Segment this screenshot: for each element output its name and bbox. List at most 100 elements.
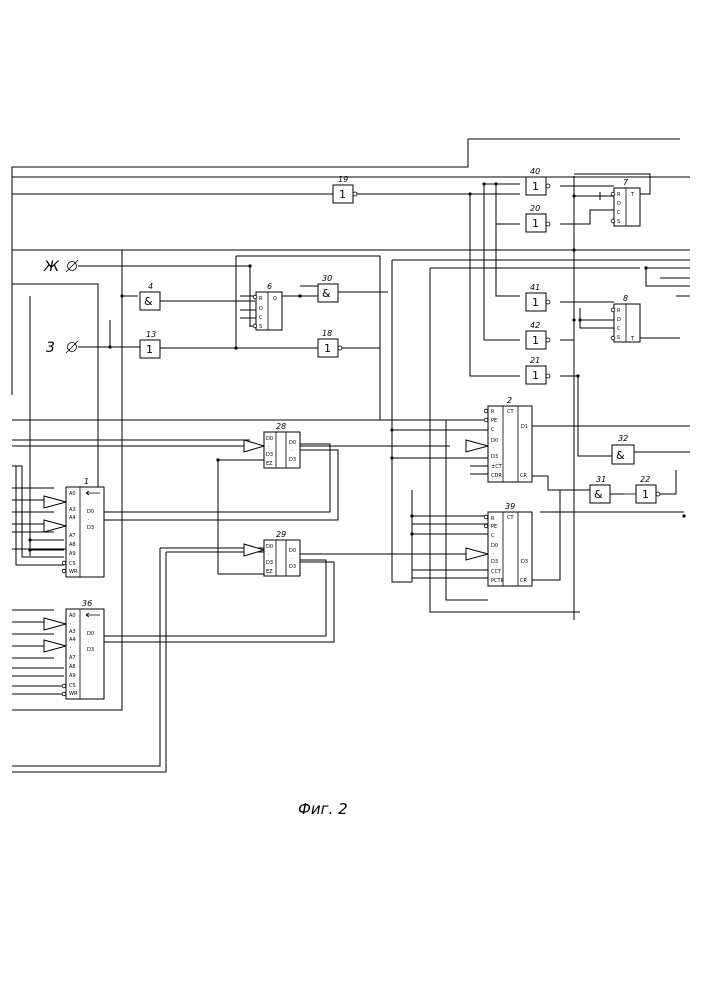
svg-text:1: 1 bbox=[642, 488, 649, 501]
svg-text:D: D bbox=[617, 201, 621, 207]
svg-text:1: 1 bbox=[532, 217, 539, 230]
svg-text:7: 7 bbox=[623, 178, 629, 187]
svg-text:Q: Q bbox=[273, 296, 277, 302]
svg-text:S: S bbox=[259, 324, 262, 330]
gate-13: 1 13 bbox=[140, 330, 160, 358]
svg-text:1: 1 bbox=[532, 296, 539, 309]
svg-text:A4: A4 bbox=[69, 515, 76, 521]
svg-text:CR: CR bbox=[520, 473, 527, 479]
svg-text:D3: D3 bbox=[491, 454, 498, 460]
svg-text:D1: D1 bbox=[521, 424, 528, 430]
wiring bbox=[12, 139, 690, 772]
svg-text:1: 1 bbox=[532, 334, 539, 347]
svg-text:D3: D3 bbox=[491, 559, 498, 565]
svg-text:22: 22 bbox=[640, 475, 650, 484]
svg-text:D0: D0 bbox=[87, 631, 94, 637]
svg-text:C: C bbox=[617, 210, 621, 216]
svg-text:D3: D3 bbox=[289, 564, 296, 570]
svg-text:A9: A9 bbox=[69, 551, 76, 557]
gate-40: 1 40 bbox=[526, 167, 550, 195]
svg-text:A4: A4 bbox=[69, 637, 76, 643]
svg-text:D0: D0 bbox=[289, 548, 296, 554]
ff-6: 6 R D C S Q bbox=[253, 282, 282, 330]
svg-text:A0: A0 bbox=[69, 613, 76, 619]
svg-text:±CT: ±CT bbox=[491, 464, 503, 470]
junction-dots bbox=[28, 182, 685, 551]
svg-text:C: C bbox=[491, 533, 495, 539]
svg-text:&: & bbox=[144, 295, 153, 308]
svg-text:CR: CR bbox=[520, 578, 527, 584]
svg-text:D0: D0 bbox=[491, 438, 498, 444]
svg-text:CS: CS bbox=[69, 561, 76, 567]
svg-text:D3: D3 bbox=[87, 647, 94, 653]
svg-text:D0: D0 bbox=[289, 440, 296, 446]
svg-text:WR: WR bbox=[69, 569, 78, 575]
svg-text:R: R bbox=[259, 296, 263, 302]
svg-text:S: S bbox=[617, 335, 620, 341]
gate-19: 1 19 bbox=[333, 175, 357, 203]
ctr-2: 2 R PE C D0 · D3 ±CT CDR CT D1 CR bbox=[484, 396, 532, 482]
svg-text:4: 4 bbox=[148, 282, 153, 291]
gate-20: 1 20 bbox=[526, 204, 550, 232]
svg-text:A3: A3 bbox=[69, 629, 76, 635]
ff-7: 7 R D C S T bbox=[611, 178, 640, 226]
svg-text:1: 1 bbox=[84, 477, 89, 486]
gate-42: 1 42 bbox=[526, 321, 550, 349]
svg-text:D: D bbox=[617, 317, 621, 323]
svg-text:EZ: EZ bbox=[266, 569, 273, 575]
svg-text:EZ: EZ bbox=[266, 461, 273, 467]
svg-text:C: C bbox=[259, 315, 263, 321]
svg-text:A9: A9 bbox=[69, 673, 76, 679]
svg-text:30: 30 bbox=[322, 274, 332, 283]
gate-32: & 32 bbox=[612, 434, 634, 464]
svg-text:36: 36 bbox=[82, 599, 92, 608]
svg-text:18: 18 bbox=[322, 329, 332, 338]
svg-text:CCT: CCT bbox=[491, 569, 502, 575]
svg-text:31: 31 bbox=[596, 475, 606, 484]
svg-text:A8: A8 bbox=[69, 664, 76, 670]
svg-text:D0: D0 bbox=[87, 509, 94, 515]
gate-4: & 4 bbox=[140, 282, 160, 310]
svg-text:39: 39 bbox=[505, 502, 515, 511]
svg-text:WR: WR bbox=[69, 691, 78, 697]
mem-36: 36 A0 · A3 A4 · A7 A8 A9 CS WR D0 · D3 bbox=[62, 599, 104, 699]
svg-text:C: C bbox=[491, 427, 495, 433]
terminal-3: 3 bbox=[46, 340, 78, 356]
svg-text:29: 29 bbox=[276, 530, 286, 539]
svg-text:Ж: Ж bbox=[43, 259, 60, 275]
svg-text:1: 1 bbox=[532, 369, 539, 382]
svg-text:A8: A8 bbox=[69, 542, 76, 548]
svg-text:13: 13 bbox=[146, 330, 156, 339]
svg-text:D: D bbox=[259, 306, 263, 312]
buf-28: 28 D0 · D3 EZ D0 · D3 bbox=[264, 422, 300, 468]
svg-text:D3: D3 bbox=[521, 559, 528, 565]
svg-text:D3: D3 bbox=[289, 457, 296, 463]
svg-text:20: 20 bbox=[530, 204, 540, 213]
ff-8: 8 R D C S T bbox=[611, 294, 640, 342]
svg-text:8: 8 bbox=[623, 294, 628, 303]
svg-text:1: 1 bbox=[146, 343, 153, 356]
svg-text:&: & bbox=[594, 488, 603, 501]
svg-text:A7: A7 bbox=[69, 655, 76, 661]
svg-text:21: 21 bbox=[530, 356, 540, 365]
svg-text:C: C bbox=[617, 326, 621, 332]
svg-text:PCTR: PCTR bbox=[491, 578, 505, 584]
svg-text:6: 6 bbox=[267, 282, 272, 291]
mem-1: 1 A0 · A3 A4 · A7 A8 A9 CS WR D0 · D3 bbox=[62, 477, 104, 577]
svg-text:S: S bbox=[617, 219, 620, 225]
gate-18: 1 18 bbox=[318, 329, 342, 357]
svg-text:PE: PE bbox=[491, 524, 497, 530]
gate-22: 1 22 bbox=[636, 475, 660, 503]
svg-text:D0: D0 bbox=[491, 543, 498, 549]
terminal-zh: Ж bbox=[43, 259, 78, 275]
gate-30: & 30 bbox=[318, 274, 338, 302]
svg-text:CT: CT bbox=[507, 409, 514, 415]
gate-41: 1 41 bbox=[526, 283, 550, 311]
svg-text:CDR: CDR bbox=[491, 473, 502, 479]
svg-text:&: & bbox=[322, 287, 331, 300]
svg-text:R: R bbox=[617, 308, 621, 314]
svg-text:PE: PE bbox=[491, 418, 497, 424]
svg-text:28: 28 bbox=[276, 422, 286, 431]
svg-text:A3: A3 bbox=[69, 507, 76, 513]
svg-text:32: 32 bbox=[618, 434, 628, 443]
